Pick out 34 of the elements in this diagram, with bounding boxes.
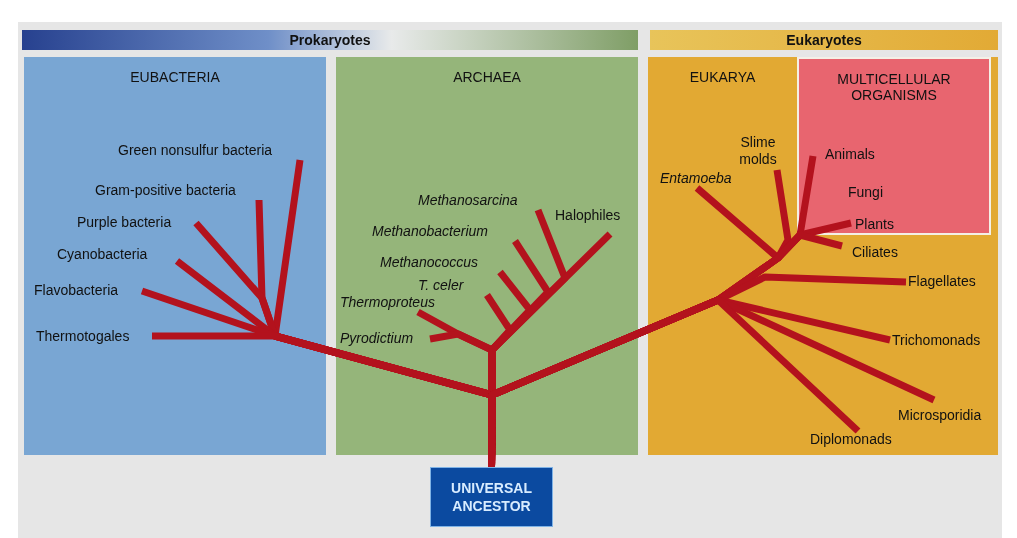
taxon-label: Trichomonads — [892, 332, 981, 349]
clade-panel — [648, 57, 998, 455]
taxon-label: Thermotogales — [36, 328, 130, 345]
taxon-label: Cyanobacteria — [57, 246, 148, 263]
taxon-label: Thermoproteus — [340, 294, 435, 311]
taxon-label: Halophiles — [555, 207, 621, 224]
group-band: Prokaryotes — [22, 30, 638, 50]
taxon-label: Flagellates — [908, 273, 976, 290]
taxon-label: Methanosarcina — [418, 192, 518, 209]
group-band: Eukaryotes — [650, 30, 998, 50]
panel-title: EUBACTERIA — [129, 69, 221, 85]
panel-title: ARCHAEA — [452, 69, 522, 85]
taxon-label: Gram-positive bacteria — [95, 182, 236, 199]
panel-title: EUKARYA — [688, 69, 757, 85]
clade-panel — [336, 57, 638, 455]
ancestor-box: UNIVERSAL ANCESTOR — [430, 467, 553, 527]
taxon-label: Ciliates — [852, 244, 898, 261]
taxon-label: T. celer — [418, 277, 464, 294]
taxon-label: Entamoeba — [660, 170, 732, 187]
taxon-label: Animals — [825, 146, 875, 163]
taxon-label: Pyrodictium — [340, 330, 414, 347]
taxon-label: Microsporidia — [898, 407, 982, 424]
taxon-label: Diplomonads — [810, 431, 892, 448]
taxon-label: Purple bacteria — [77, 214, 172, 231]
clade-panel — [797, 57, 991, 235]
taxon-label: Methanobacterium — [372, 223, 488, 240]
taxon-label: Plants — [855, 216, 894, 233]
taxon-label: Slime molds — [735, 134, 781, 168]
taxon-label: Fungi — [848, 184, 884, 201]
panel-title: MULTICELLULAR ORGANISMS — [836, 71, 952, 103]
taxon-label: Flavobacteria — [34, 282, 119, 299]
clade-panel — [24, 57, 326, 455]
taxon-label: Methanococcus — [380, 254, 479, 271]
taxon-label: Green nonsulfur bacteria — [118, 142, 273, 159]
